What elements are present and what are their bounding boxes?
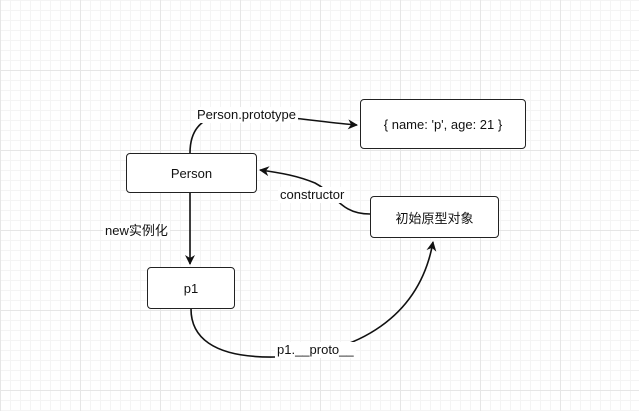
edge-label-new-instance: new实例化 [103,223,170,239]
prototype-value-node: { name: 'p', age: 21 } [360,99,526,149]
prototype-object-node: 初始原型对象 [370,196,499,238]
person-node: Person [126,153,257,193]
edge-label-constructor: constructor [278,187,347,203]
edge-label-prototype: Person.prototype [195,107,299,123]
edge-label-proto: p1.__proto__ [275,342,356,358]
instance-label: p1 [183,280,199,296]
person-label: Person [170,165,213,181]
instance-node: p1 [147,267,235,309]
prototype-object-label: 初始原型对象 [395,210,474,226]
edge-constructor [259,166,371,215]
prototype-value-label: { name: 'p', age: 21 } [383,116,503,132]
